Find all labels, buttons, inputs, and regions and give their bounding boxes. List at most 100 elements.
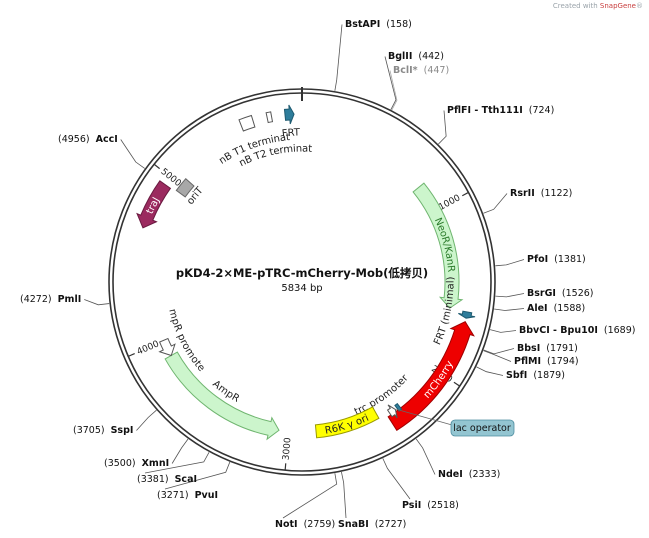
site-leader-psii (382, 458, 411, 500)
site-leader-bbvci-bpu10i (489, 329, 517, 333)
tick-label-3000: 3000 (282, 437, 294, 461)
site-leader-sspi (136, 409, 157, 431)
site-bstapi[interactable]: BstAPI(158) (334, 19, 412, 91)
site-acci[interactable]: (4956)AccI (58, 134, 145, 169)
site-leader-xmni (171, 438, 189, 464)
site-label-sspi: (3705)SspI (73, 425, 133, 436)
credit-suffix: ® (636, 2, 643, 10)
site-pflfi-tth111i[interactable]: PflFI - Tth111I(724) (438, 105, 554, 145)
plasmid-center-label: pKD4-2×ME-pTRC-mCherry-Mob(低拷贝) 5834 bp (176, 266, 428, 294)
feature-r6k-ori[interactable]: R6K γ ori (314, 406, 380, 439)
site-label-bstapi: BstAPI(158) (345, 19, 412, 30)
mcherry-arrow (387, 321, 475, 431)
snapgene-credit: Created with SnapGene® (553, 2, 643, 10)
tick-mark-2000 (453, 381, 461, 387)
site-bsrgi[interactable]: BsrGI(1526) (495, 288, 594, 299)
tick-mark-4000 (128, 353, 135, 357)
rrnb-t1-terminator-label: rrnB T1 terminator (0, 0, 291, 167)
site-sbfi[interactable]: SbfI(1879) (476, 366, 565, 381)
site-noti[interactable]: NotI(2759) (275, 473, 338, 530)
ampr-promoter-arrow (158, 337, 176, 357)
traj-arrow (136, 180, 172, 229)
restriction-sites: BstAPI(158) BglII(442) BclI*(447) PflFI - T… (20, 19, 635, 530)
site-label-noti: NotI(2759) (275, 519, 335, 530)
lac-operator-leader (396, 408, 453, 426)
site-bbvci-bpu10i[interactable]: BbvCI - Bpu10I(1689) (489, 325, 635, 336)
site-leader-ndei (415, 438, 436, 475)
site-label-acci: (4956)AccI (58, 134, 118, 145)
r6k-ori-arrow (314, 406, 380, 439)
plasmid-name: pKD4-2×ME-pTRC-mCherry-Mob(低拷贝) (176, 266, 428, 280)
site-leader-acci (120, 139, 145, 169)
site-label-pvui: (3271)PvuI (157, 490, 218, 501)
site-pfoi[interactable]: PfoI(1381) (495, 254, 586, 267)
site-label-bbsi: BbsI(1791) (517, 343, 578, 354)
site-label-bglii: BglII(442) (388, 51, 444, 62)
site-label-bcli: BclI*(447) (393, 65, 449, 76)
tick-mark-5000 (153, 163, 161, 170)
site-leader-bsrgi (495, 293, 525, 298)
site-alei[interactable]: AleI(1588) (494, 303, 585, 314)
site-leader-bcli (389, 70, 398, 111)
site-bbsi[interactable]: BbsI(1791) (483, 343, 578, 355)
site-leader-bbsi (483, 348, 515, 355)
site-ndei[interactable]: NdeI(2333) (415, 438, 500, 480)
site-leader-snabi (341, 471, 347, 519)
site-leader-bglii (384, 56, 397, 110)
site-scai[interactable]: (3381)ScaI (137, 452, 210, 485)
feature-frt[interactable]: FRT (281, 104, 301, 140)
site-leader-pfoi (495, 259, 525, 267)
site-leader-sbfi (476, 366, 504, 376)
site-leader-rsrii (483, 193, 508, 214)
site-bglii[interactable]: BglII(442) (384, 51, 444, 110)
site-label-sbfi: SbfI(1879) (506, 370, 565, 381)
site-label-pmli: (4272)PmlI (20, 294, 81, 305)
tick-mark-3000 (284, 463, 287, 471)
credit-brand: SnapGene (599, 2, 636, 10)
site-leader-pvui (164, 461, 231, 490)
site-label-xmni: (3500)XmnI (104, 458, 169, 469)
site-leader-bstapi (334, 24, 343, 91)
feature-rrnb-t1-terminator[interactable]: rrnB T1 terminator (0, 0, 291, 167)
site-xmni[interactable]: (3500)XmnI (104, 438, 189, 469)
site-psii[interactable]: PsiI(2518) (382, 458, 459, 511)
lac-operator-label: lac operator (453, 423, 511, 434)
site-bcli[interactable]: BclI*(447) (389, 65, 449, 111)
frt-label: FRT (281, 127, 301, 139)
tick-mark-1000 (461, 191, 469, 197)
neor-kanr-arrow (412, 182, 464, 309)
credit-prefix: Created with (552, 2, 598, 10)
site-label-ndei: NdeI(2333) (438, 469, 500, 480)
site-label-pflfi-tth111i: PflFI - Tth111I(724) (447, 105, 554, 116)
site-pflmi[interactable]: PflMI(1794) (483, 350, 579, 367)
site-snabi[interactable]: SnaBI(2727) (338, 471, 406, 530)
trc-promoter-arrow (386, 404, 398, 419)
site-pmli[interactable]: (4272)PmlI (20, 294, 110, 306)
plasmid-length: 5834 bp (281, 283, 322, 294)
site-rsrii[interactable]: RsrII(1122) (483, 188, 572, 214)
site-label-pflmi: PflMI(1794) (514, 356, 579, 367)
tick-label-4000: 4000 (136, 339, 161, 357)
frt-arrow (283, 104, 295, 125)
site-label-pfoi: PfoI(1381) (527, 254, 586, 265)
feature-traj[interactable]: traJ (136, 180, 172, 229)
frt-minimal-arrow (458, 310, 476, 319)
feature-lac-operator[interactable]: lac operator (394, 402, 515, 437)
site-leader-pmli (84, 299, 110, 306)
site-leader-scai (144, 452, 210, 474)
feature-ampr[interactable]: AmpR (164, 351, 280, 441)
site-label-snabi: SnaBI(2727) (338, 519, 406, 530)
site-pvui[interactable]: (3271)PvuI (157, 461, 231, 501)
site-label-bsrgi: BsrGI(1526) (527, 288, 594, 299)
site-label-scai: (3381)ScaI (137, 474, 197, 485)
site-leader-pflfi-tth111i (438, 110, 447, 145)
rrnb-t2-terminator-arrow (265, 111, 274, 124)
site-leader-pflmi (483, 350, 512, 362)
site-label-bbvci-bpu10i: BbvCI - Bpu10I(1689) (519, 325, 635, 336)
site-leader-noti (282, 473, 338, 519)
site-label-psii: PsiI(2518) (402, 500, 459, 511)
site-label-rsrii: RsrII(1122) (510, 188, 572, 199)
site-sspi[interactable]: (3705)SspI (73, 409, 157, 436)
rrnb-t1-terminator-arrow (238, 114, 256, 132)
